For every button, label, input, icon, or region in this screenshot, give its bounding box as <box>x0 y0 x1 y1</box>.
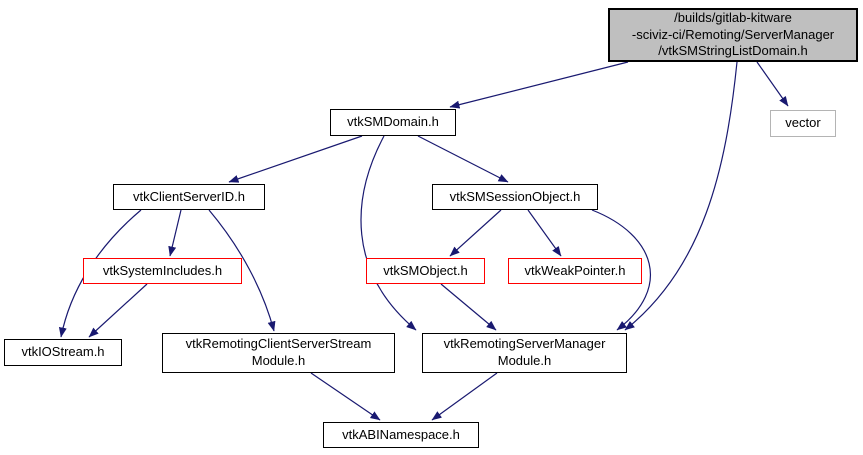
node-vtkSMSessionObject[interactable]: vtkSMSessionObject.h <box>432 184 598 210</box>
node-vtkRemotingServerManagerModule[interactable]: vtkRemotingServerManager Module.h <box>422 333 627 373</box>
node-label: vtkRemotingServerManager Module.h <box>443 336 606 368</box>
edge-vtkSMObject-to-vtkRemotingServerManagerModule <box>440 283 497 331</box>
edge-vtkRemotingClientServerStreamModule-to-vtkABINamespace <box>310 372 381 421</box>
node-vtkSystemIncludes[interactable]: vtkSystemIncludes.h <box>83 258 242 284</box>
node-vtkSMObject[interactable]: vtkSMObject.h <box>366 258 485 284</box>
edge-vtkSMDomain-to-vtkSMSessionObject <box>417 135 509 183</box>
node-label: vtkSMObject.h <box>383 262 468 278</box>
node-vector: vector <box>770 110 836 137</box>
node-label: /builds/gitlab-kitware -sciviz-ci/Remoti… <box>631 10 835 59</box>
node-label: vtkSMDomain.h <box>347 114 439 130</box>
edge-vtkSystemIncludes-to-vtkIOStream <box>88 283 148 338</box>
edge-vtkClientServerID-to-vtkSystemIncludes <box>168 209 182 257</box>
node-vtkRemotingClientServerStreamModule[interactable]: vtkRemotingClientServerStream Module.h <box>162 333 395 373</box>
edge-root-to-vtkSMDomain <box>449 61 629 109</box>
node-vtkABINamespace[interactable]: vtkABINamespace.h <box>323 422 479 448</box>
node-vtkIOStream[interactable]: vtkIOStream.h <box>4 339 122 366</box>
node-vtkWeakPointer[interactable]: vtkWeakPointer.h <box>508 258 642 284</box>
edge-vtkSMDomain-to-vtkRemotingServerManagerModule <box>360 135 417 331</box>
node-label: vtkABINamespace.h <box>342 426 460 442</box>
node-label: vector <box>785 115 821 131</box>
node-label: vtkSystemIncludes.h <box>102 262 223 278</box>
node-label: vtkClientServerID.h <box>133 188 245 204</box>
edge-vtkClientServerID-to-vtkRemotingClientServerStreamModule <box>208 209 276 332</box>
edge-vtkSMDomain-to-vtkClientServerID <box>228 135 363 183</box>
node-label: vtkSMSessionObject.h <box>449 188 581 204</box>
node-label: vtkWeakPointer.h <box>524 262 626 278</box>
node-vtkClientServerID[interactable]: vtkClientServerID.h <box>113 184 265 210</box>
edge-vtkSMSessionObject-to-vtkSMObject <box>449 209 502 257</box>
node-label: vtkRemotingClientServerStream Module.h <box>185 336 372 368</box>
edge-vtkSMSessionObject-to-vtkWeakPointer <box>527 209 562 257</box>
node-label: vtkIOStream.h <box>21 344 105 360</box>
node-root: /builds/gitlab-kitware -sciviz-ci/Remoti… <box>608 8 858 62</box>
edge-vtkRemotingServerManagerModule-to-vtkABINamespace <box>431 372 498 421</box>
edge-root-to-vector <box>756 61 789 107</box>
node-vtkSMDomain[interactable]: vtkSMDomain.h <box>330 109 456 136</box>
edge-vtkSMSessionObject-to-vtkRemotingServerManagerModule <box>591 209 652 331</box>
edge-root-to-vtkRemotingServerManagerModule <box>624 61 738 331</box>
